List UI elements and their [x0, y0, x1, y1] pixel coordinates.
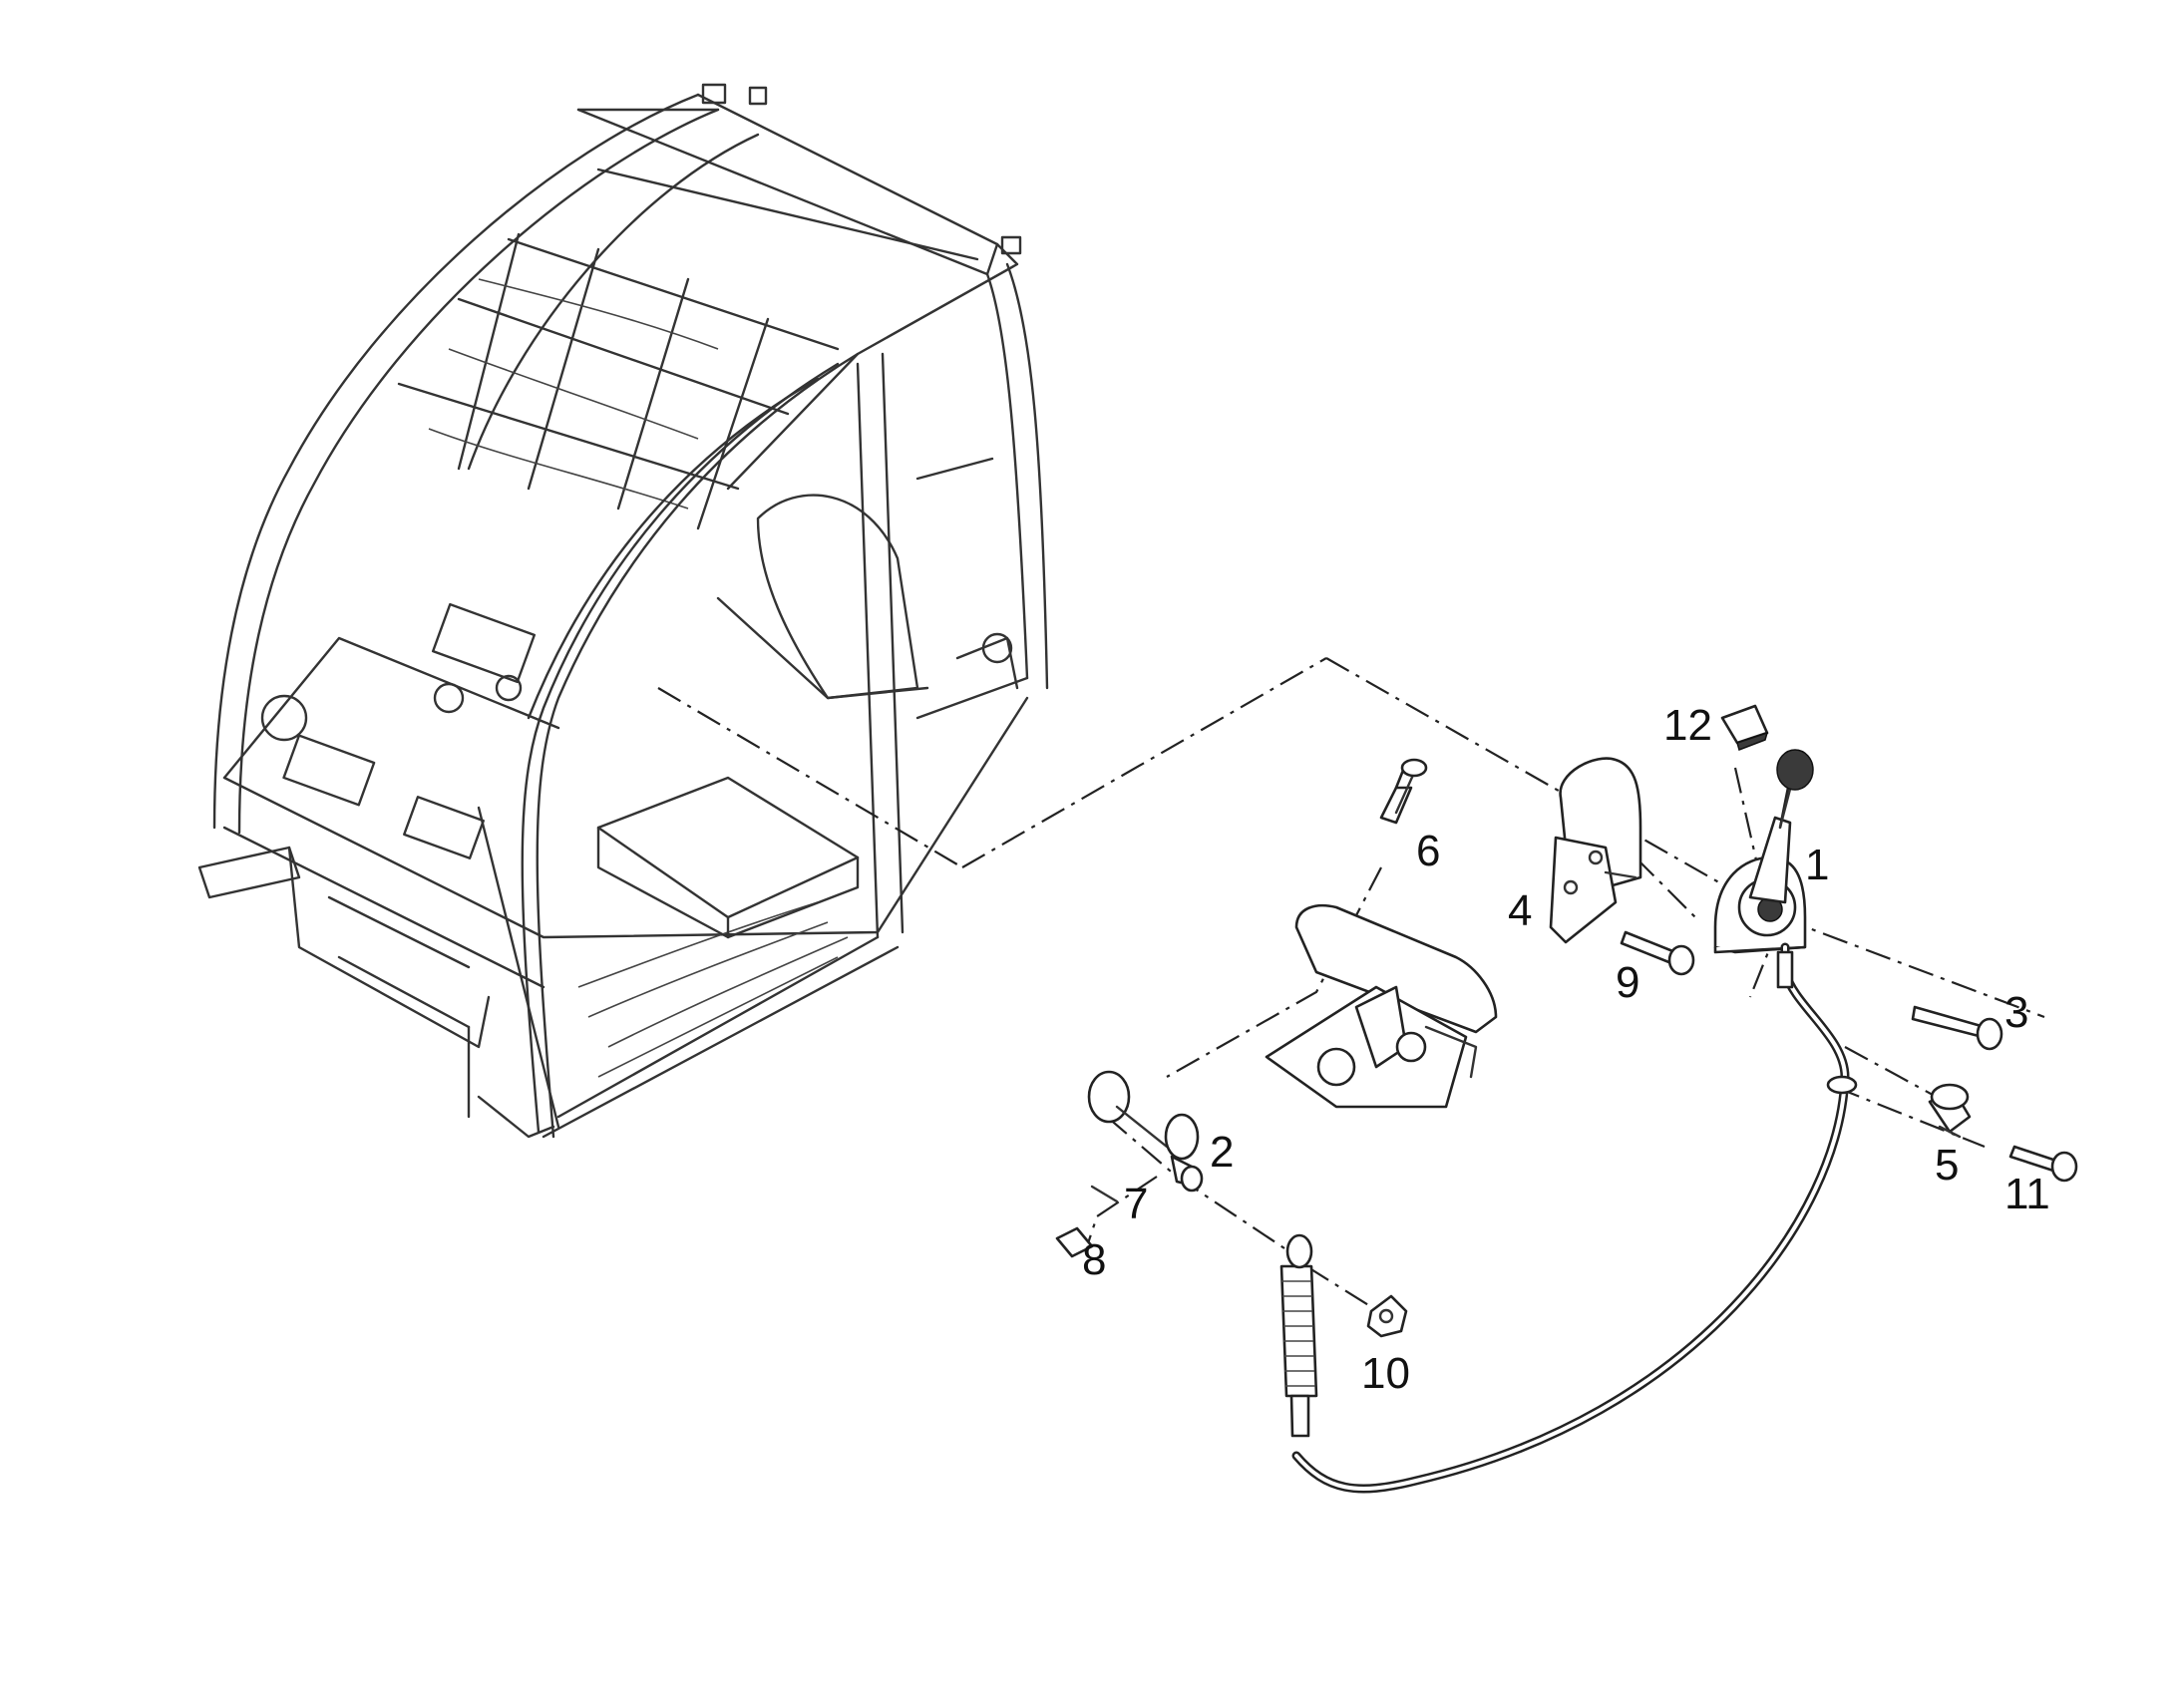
- control-cable: [1279, 942, 1858, 1494]
- callout-12: 12: [1663, 701, 1712, 750]
- callout-8: 8: [1082, 1235, 1106, 1284]
- callout-11: 11: [2004, 1170, 2050, 1218]
- part-1-lever-control: [1713, 749, 1814, 954]
- part-4-bracket: [1549, 757, 1642, 944]
- part-12-cap: [1720, 704, 1769, 751]
- callout-6: 6: [1416, 827, 1440, 875]
- part-8-sleeve: [1055, 1226, 1094, 1258]
- callout-7: 7: [1124, 1180, 1148, 1228]
- part-7-pin: [1090, 1185, 1119, 1203]
- part-3-bolt: [1911, 1005, 2003, 1051]
- part-11-bolt: [2008, 1145, 2078, 1183]
- part-10-nut: [1366, 1294, 1408, 1338]
- part-2-pin: [1087, 1070, 1204, 1193]
- cab-frame: [197, 83, 1049, 1139]
- callout-labels: 1 2 3 4 5 6 7 8 9 10 11 12: [1082, 701, 2050, 1398]
- pedal-assembly: [1265, 903, 1498, 1109]
- part-6-bolt: [1379, 758, 1428, 825]
- leader-lines: [657, 657, 2045, 1317]
- callout-10: 10: [1361, 1349, 1410, 1398]
- part-5-clamp: [1928, 1083, 1972, 1139]
- callout-9: 9: [1616, 958, 1639, 1007]
- callout-1: 1: [1805, 841, 1829, 889]
- callout-3: 3: [2004, 988, 2028, 1037]
- callout-5: 5: [1935, 1141, 1959, 1190]
- part-9-bolt: [1620, 930, 1695, 976]
- callout-2: 2: [1210, 1128, 1234, 1177]
- callout-4: 4: [1508, 886, 1532, 935]
